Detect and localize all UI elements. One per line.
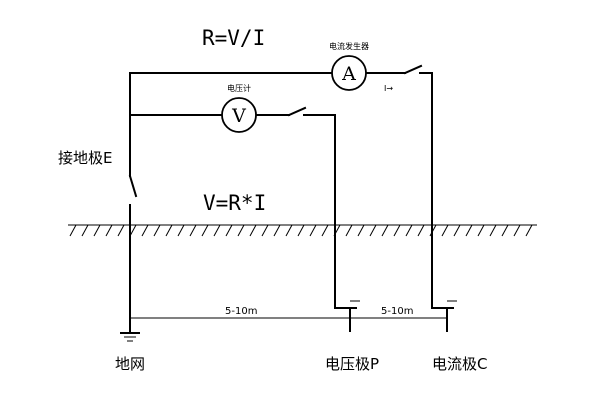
ground-hatch (501, 224, 509, 237)
ground-hatch (477, 224, 485, 237)
ground-hatch (165, 224, 173, 237)
ground-hatch (141, 224, 149, 237)
current-generator-label: 电流发生器 (329, 41, 369, 51)
ground-hatch (213, 224, 221, 237)
ground-hatch (309, 224, 317, 237)
ground-hatch (429, 224, 437, 237)
ground-hatch (417, 224, 425, 237)
voltage-loop-wire (129, 106, 336, 309)
ground-hatch (177, 224, 185, 237)
ground-hatch (525, 224, 533, 237)
ground-hatch (405, 224, 413, 237)
ground-hatch (321, 224, 329, 237)
voltmeter: V (221, 97, 257, 133)
ground-hatch (345, 224, 353, 237)
ground-hatch (441, 224, 449, 237)
current-electrode (431, 300, 457, 332)
ground-hatch (93, 224, 101, 237)
ground-hatch (189, 224, 197, 237)
ground-hatch (297, 224, 305, 237)
distance-e-to-p: 5-10m (225, 306, 257, 317)
ground-hatch (357, 224, 365, 237)
ground-hatch (453, 224, 461, 237)
formula-voltage: V=R*I (203, 191, 266, 215)
ground-hatch (105, 224, 113, 237)
ground-hatch (237, 224, 245, 237)
ground-electrode-label: 接地极E (58, 149, 112, 167)
ground-hatch (201, 224, 209, 237)
ground-hatch (285, 224, 293, 237)
ammeter: A (331, 55, 367, 91)
ground-hatch (333, 224, 341, 237)
distance-p-to-c: 5-10m (381, 306, 413, 317)
current-electrode-label: 电流极C (432, 355, 487, 373)
voltmeter-symbol: V (231, 105, 246, 127)
ground-hatch (393, 224, 401, 237)
ground-hatch (369, 224, 377, 237)
ammeter-symbol: A (341, 63, 356, 85)
earth-surface (68, 224, 537, 237)
ground-hatch (513, 224, 521, 237)
ground-hatch (129, 224, 137, 237)
ground-hatch (117, 224, 125, 237)
formula-resistance: R=V/I (202, 26, 265, 50)
ground-hatch (225, 224, 233, 237)
ground-hatch (261, 224, 269, 237)
ground-hatch (381, 224, 389, 237)
ground-hatch (465, 224, 473, 237)
potential-electrode-label: 电压极P (325, 355, 379, 373)
ground-hatch (69, 224, 77, 237)
current-arrow: I→ (384, 84, 393, 93)
ground-grid-label: 地网 (115, 355, 145, 373)
voltmeter-label: 电压计 (227, 83, 251, 93)
potential-electrode (334, 300, 360, 332)
ground-hatch (153, 224, 161, 237)
ground-hatch (489, 224, 497, 237)
ground-grid-symbol (120, 332, 140, 342)
ground-electrode-switch (128, 174, 138, 334)
ground-hatch (249, 224, 257, 237)
ground-hatch (81, 224, 89, 237)
ground-hatch (273, 224, 281, 237)
current-loop-wire (129, 64, 433, 309)
